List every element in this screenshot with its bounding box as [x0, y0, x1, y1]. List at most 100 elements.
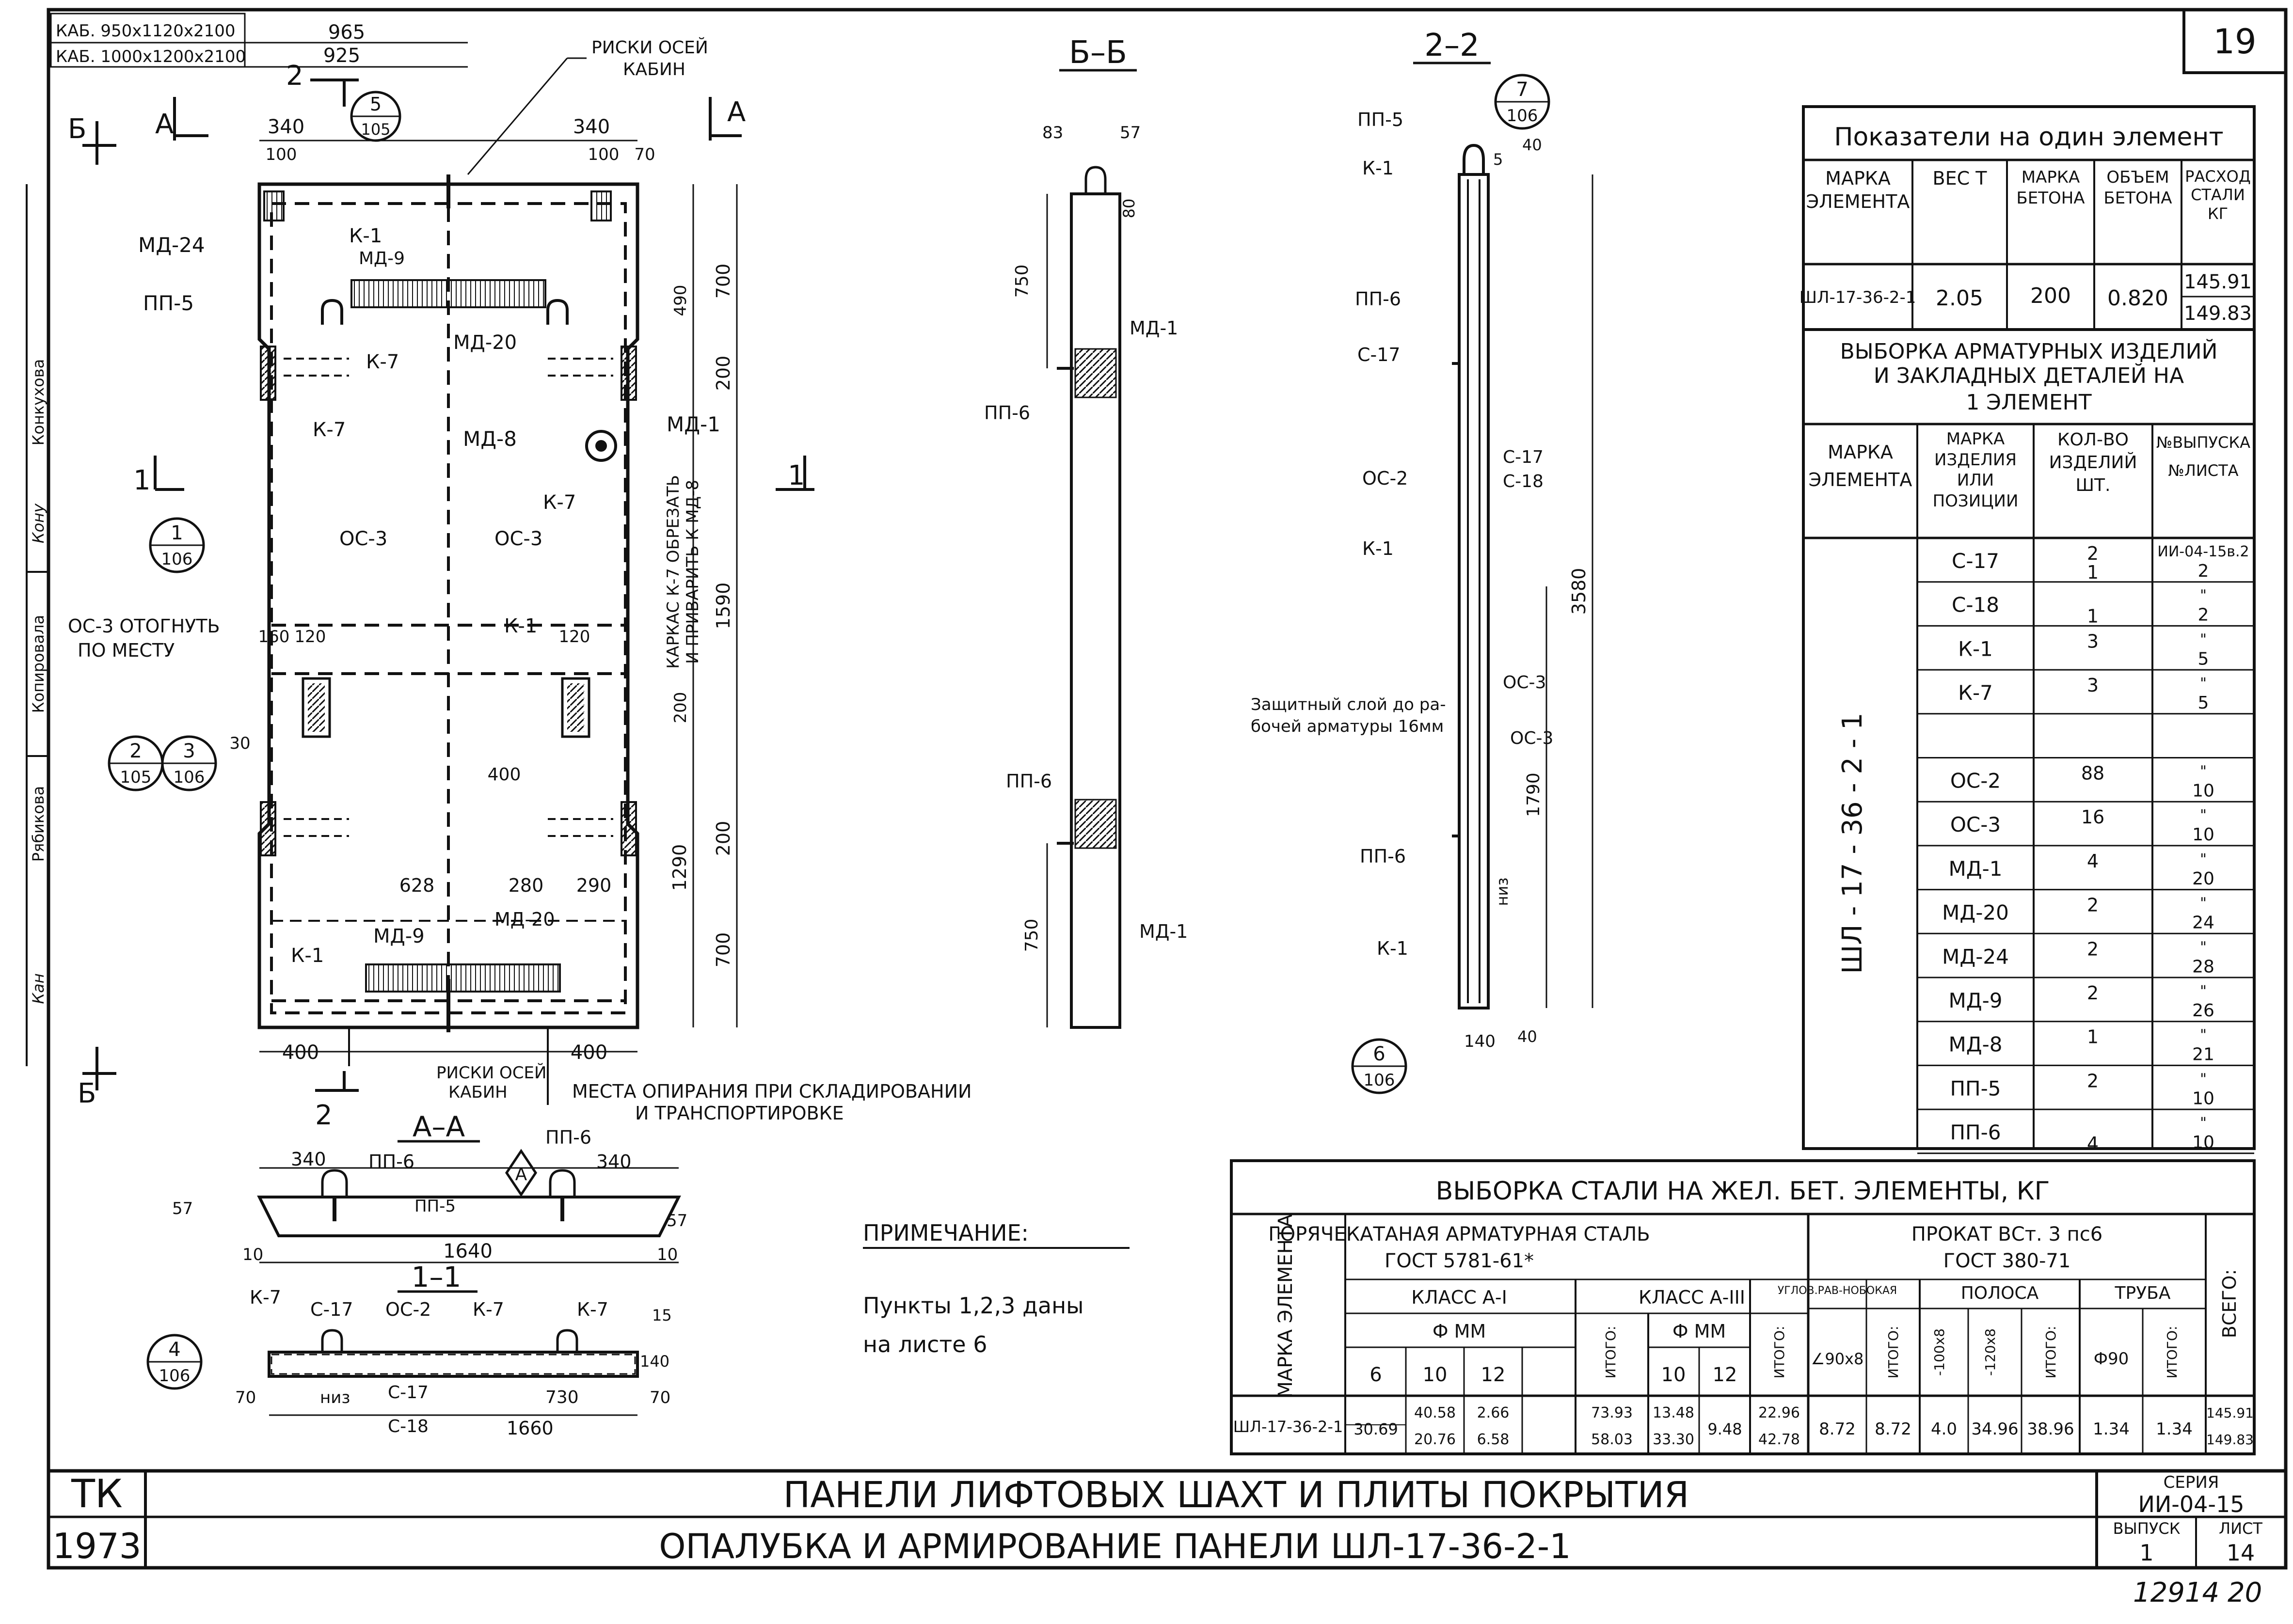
selection-row-ref-top: "	[2200, 675, 2207, 692]
bb-label-md1-bottom: МД-1	[1139, 921, 1188, 942]
svg-text:105: 105	[361, 120, 390, 139]
selection-row-qty-top: 2	[2087, 938, 2099, 960]
sel-h-item: МАРКА ИЗДЕЛИЯ ИЛИ ПОЗИЦИИ	[1932, 429, 2019, 511]
aa-dim-340-l: 340	[291, 1149, 326, 1170]
steel-row-pipe-total: 1.34	[2156, 1419, 2193, 1439]
selection-row-item: ПП-5	[1950, 1076, 2001, 1100]
selection-row-qty-bottom: 1	[2087, 562, 2099, 583]
aa-label-pp5: ПП-5	[414, 1197, 456, 1216]
steel-row-a3-10-b: 33.30	[1653, 1431, 1694, 1448]
callout-7-106: 7 106	[1494, 74, 1550, 130]
label-os3-left: ОС-3	[339, 528, 387, 550]
dim-160: 160	[258, 627, 290, 646]
dim-700-top: 700	[713, 264, 734, 299]
risk-axes-bottom-2: КАБИН	[448, 1083, 508, 1102]
selection-row-ref-bottom: 10	[2192, 825, 2214, 845]
steel-row-strip-total: 38.96	[2027, 1419, 2074, 1439]
steel-h-rolled-2: ГОСТ 380-71	[1943, 1250, 2071, 1272]
steel-h-strip: ПОЛОСА	[1961, 1283, 2039, 1303]
svg-text:7: 7	[1516, 79, 1528, 101]
s11-label-c17: С-17	[310, 1299, 353, 1320]
svg-text:А: А	[515, 1165, 527, 1184]
steel-row-a1-6: 30.69	[1354, 1420, 1398, 1438]
steel-strip-120: -120х8	[1982, 1328, 1998, 1376]
steel-h-total-a3: ИТОГО:	[1771, 1326, 1787, 1379]
steel-d3-10: 10	[1661, 1364, 1686, 1386]
selection-row-item: МД-9	[1949, 989, 2003, 1012]
sheet-number-box	[2182, 8, 2287, 74]
selection-row-ref-bottom: 2	[2198, 605, 2209, 625]
note-line-2: на листе 6	[863, 1331, 987, 1357]
selection-row-ref-top: "	[2200, 1115, 2207, 1132]
steel-h-grand: ВСЕГО:	[2219, 1269, 2240, 1339]
s11-label-c17-b: С-17	[388, 1383, 429, 1403]
section-aa: А–А 340 ПП-6 ПП-6 340 ПП-5 57 57 10 10 1…	[172, 1110, 687, 1264]
bb-label-pp6-top: ПП-6	[984, 402, 1030, 424]
footer-page: 20	[2228, 1577, 2262, 1608]
section-mark-1-right: 1	[788, 460, 805, 491]
dim-400-mid: 400	[488, 765, 521, 785]
s22-label-oc3-a: ОС-3	[1503, 673, 1546, 693]
s22-label-c17: С-17	[1357, 344, 1401, 365]
tb-issue-label: ВЫПУСК	[2113, 1519, 2181, 1538]
ind-h-grade: МАРКА БЕТОНА	[2016, 168, 2085, 208]
steel-angle-size: ∠90х8	[1811, 1350, 1864, 1368]
selection-row-item: МД-1	[1949, 857, 2003, 881]
steel-title: ВЫБОРКА СТАЛИ НА ЖЕЛ. БЕТ. ЭЛЕМЕНТЫ, КГ	[1436, 1177, 2050, 1206]
steel-d-6: 6	[1369, 1364, 1382, 1386]
section-bb: Б–Б 83 57 80 750 750 МД-1 ПП-6 ПП-6 МД-1	[984, 35, 1188, 1029]
label-k7-a: К-7	[366, 351, 399, 373]
aa-dim-1640: 1640	[443, 1240, 493, 1262]
selection-row-qty-top: 88	[2081, 763, 2104, 784]
steel-d-12: 12	[1481, 1364, 1506, 1386]
stamp-row-3: Рябикова	[29, 786, 48, 862]
sheet-number: 19	[2213, 22, 2256, 62]
selection-row-ref-top: "	[2200, 587, 2207, 604]
steel-row-a3-total-b: 42.78	[1758, 1431, 1800, 1448]
selection-row-item: ОС-3	[1950, 813, 2001, 836]
risk-axes-top-2: КАБИН	[623, 60, 685, 79]
svg-text:106: 106	[1507, 106, 1538, 126]
dim-700-bottom: 700	[713, 932, 734, 968]
support-note-2: И ТРАНСПОРТИРОВКЕ	[635, 1103, 844, 1124]
support-note-1: МЕСТА ОПИРАНИЯ ПРИ СКЛАДИРОВАНИИ	[572, 1081, 971, 1102]
selection-row-ref-bottom: 21	[2192, 1045, 2214, 1065]
section-mark-b-bottom: Б	[78, 1078, 96, 1109]
label-k1-top: К-1	[349, 225, 382, 247]
s22-dim-40-bottom: 40	[1517, 1027, 1537, 1046]
section-11-title: 1–1	[412, 1261, 462, 1293]
steel-h-total-angle: ИТОГО:	[1885, 1326, 1901, 1379]
label-os3-right: ОС-3	[494, 528, 542, 550]
steel-row-mark: ШЛ-17-36-2-1	[1233, 1418, 1343, 1436]
steel-h-angle: УГЛОВ.РАВ-НОБОКАЯ	[1778, 1285, 1897, 1297]
label-pp5: ПП-5	[143, 291, 194, 315]
steel-h-mark: МАРКА ЭЛЕМЕНТА	[1274, 1214, 1297, 1398]
dim-120-l: 120	[295, 627, 326, 646]
bb-dim-750-top: 750	[1012, 265, 1032, 298]
section-mark-2-top: 2	[286, 60, 303, 92]
svg-text:4: 4	[168, 1339, 180, 1361]
side-stamp: Конкухова Копировала Рябикова Кону Кан	[26, 184, 50, 1066]
selection-row-ref-bottom: 2	[2198, 561, 2209, 581]
dim-340-left: 340	[268, 116, 304, 138]
risk-axes-top-1: РИСКИ ОСЕЙ	[591, 37, 708, 58]
selection-row-qty-bottom: 1	[2087, 606, 2099, 627]
signature-2: Кан	[29, 973, 48, 1004]
s11-label-oc2: ОС-2	[385, 1299, 431, 1320]
steel-h-pipe: ТРУБА	[2115, 1283, 2171, 1303]
callout-6-106: 6 106	[1351, 1038, 1407, 1094]
svg-text:106: 106	[161, 550, 193, 569]
steel-row-a1-10-a: 40.58	[1414, 1404, 1456, 1421]
svg-text:1: 1	[171, 522, 183, 544]
ind-weight: 2.05	[1936, 286, 1983, 311]
callout-5-105: 5 105	[350, 91, 401, 142]
tb-issue: 1	[2139, 1540, 2153, 1566]
steel-row-pipe: 1.34	[2093, 1419, 2130, 1439]
plan-view: КАБ. 950х1120х2100 КАБ. 1000х1200х2100 9…	[50, 13, 971, 1131]
protective-note-1: Защитный слой до ра-	[1251, 695, 1446, 714]
s22-label-k1-c: К-1	[1377, 938, 1408, 959]
stamp-row-1: Конкухова	[29, 359, 48, 445]
s22-label-k1-a: К-1	[1362, 158, 1394, 179]
steel-d3-12: 12	[1713, 1364, 1737, 1386]
